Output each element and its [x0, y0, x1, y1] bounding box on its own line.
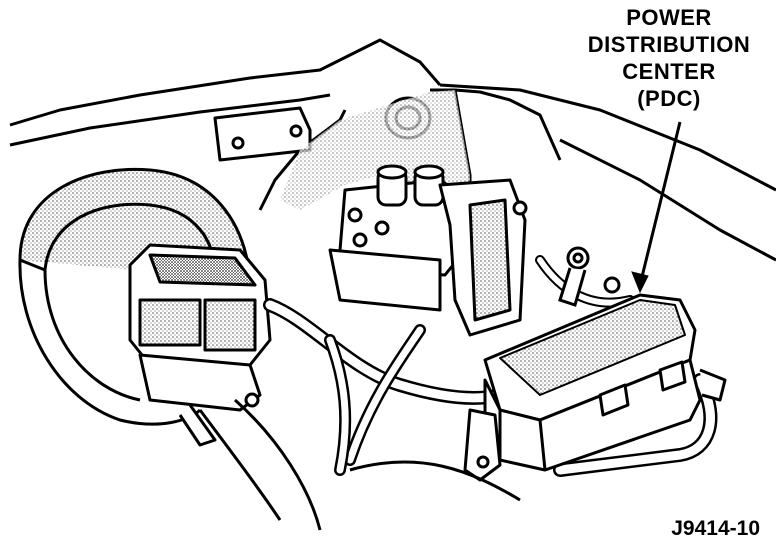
callout-line-3: CENTER: [622, 59, 716, 84]
wiring-harness: [263, 255, 718, 477]
pdc-box: [463, 293, 727, 482]
pdc-callout-label: POWER DISTRIBUTION CENTER (PDC): [574, 4, 764, 112]
callout-line-4: (PDC): [637, 86, 701, 111]
battery-cable: [558, 246, 621, 307]
wheel-well: [198, 398, 521, 531]
figure-id: J9414-10: [671, 517, 760, 540]
callout-line-1: POWER: [626, 5, 712, 30]
relay-block: [128, 243, 272, 447]
mounting-bracket: [438, 178, 528, 337]
callout-leader: [631, 121, 682, 294]
callout-line-2: DISTRIBUTION: [587, 32, 751, 57]
